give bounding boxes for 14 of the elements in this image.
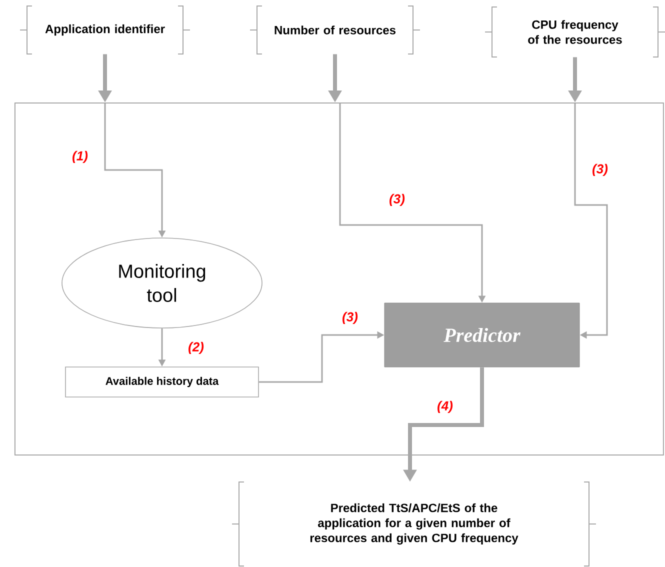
- predictor-box: Predictor: [384, 302, 580, 368]
- edge-label: (4): [436, 400, 454, 414]
- edge-label: (3): [591, 162, 609, 178]
- input-bracket: Predicted TtS/APC/EtS of the application for a given number of resources and given CPU frequency: [232, 482, 596, 566]
- edge-label: (3): [388, 192, 406, 208]
- data-box: Available history data: [65, 366, 259, 398]
- edge-label: (2): [187, 340, 205, 356]
- input-bracket: CPU frequency of the resources: [484, 6, 665, 58]
- input-bracket: Application identifier: [20, 6, 190, 54]
- edge-label: (3): [341, 310, 359, 326]
- edge-label: (1): [71, 150, 89, 164]
- arrow: [574, 102, 608, 339]
- input-bracket: Number of resources: [250, 6, 420, 54]
- system-frame: [14, 102, 664, 456]
